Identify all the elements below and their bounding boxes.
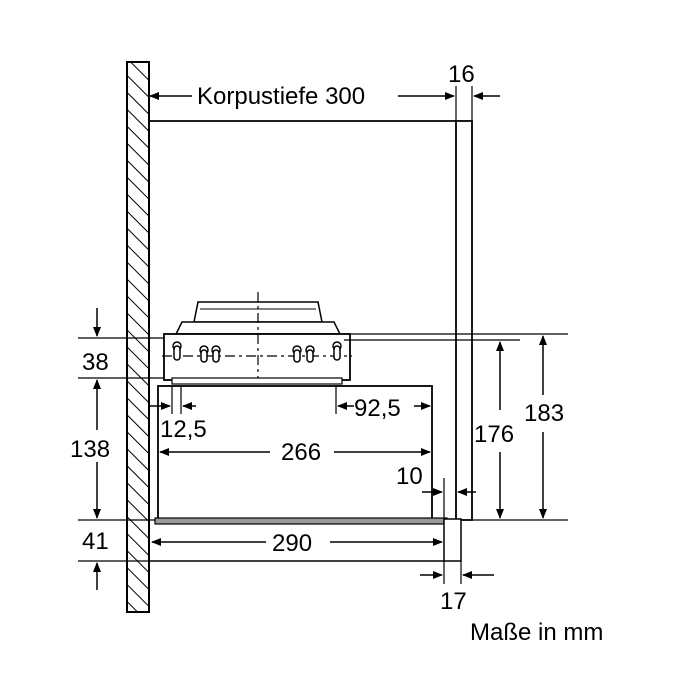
depth-label: Korpustiefe 300 [197, 83, 365, 110]
mounting-lip [171, 377, 343, 385]
mount-height-label: 38 [82, 349, 109, 376]
height-176-label: 176 [474, 421, 514, 448]
width-266-label: 266 [281, 439, 321, 466]
hood-bottom-strip [154, 517, 448, 525]
body-height-label: 138 [70, 436, 110, 463]
keyhole-slot-2 [199, 345, 209, 363]
hood-body [157, 385, 433, 521]
keyhole-slot-6 [332, 341, 342, 361]
front-panel [443, 518, 462, 562]
offset-left-label: 12,5 [160, 416, 207, 443]
keyhole-slot-5 [305, 345, 315, 363]
keyhole-slot-4 [292, 345, 302, 363]
height-183-label: 183 [524, 400, 564, 427]
width-290-label: 290 [272, 530, 312, 557]
offset-right-label: 92,5 [354, 395, 401, 422]
keyhole-slot-3 [211, 345, 221, 363]
wall-hatched [126, 61, 150, 613]
units-note: Maße in mm [470, 619, 603, 646]
keyhole-slot-1 [172, 341, 182, 361]
mounting-plate [163, 333, 351, 381]
panel-thickness-top-label: 16 [448, 61, 475, 88]
gap-10-label: 10 [396, 463, 423, 490]
front-height-label: 41 [82, 528, 109, 555]
cabinet-side-panel [455, 120, 473, 521]
panel-thickness-bottom-label: 17 [440, 588, 467, 615]
